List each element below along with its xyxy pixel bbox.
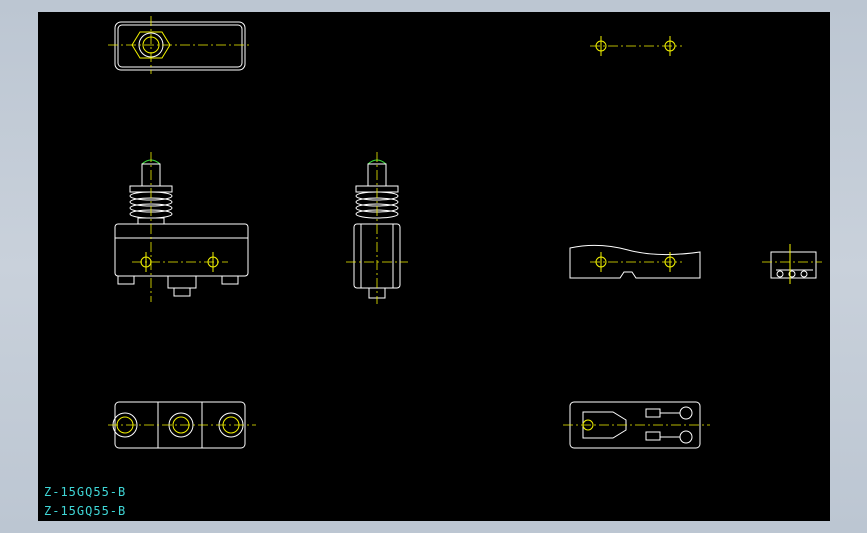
small-side-view: [762, 244, 822, 284]
drawing-label-2: Z-15GQ55-B: [44, 504, 127, 518]
drawing-label-1: Z-15GQ55-B: [44, 485, 127, 499]
top-right-holes: [590, 36, 682, 56]
top-view: [108, 16, 252, 74]
cad-drawing: [108, 16, 822, 449]
cad-viewport[interactable]: Z-15GQ55-B Z-15GQ55-B: [38, 12, 830, 521]
section-view: [569, 244, 701, 279]
internal-view: [563, 401, 710, 449]
side-view: [346, 152, 408, 304]
bottom-view: [108, 401, 256, 449]
front-view: [114, 152, 249, 302]
